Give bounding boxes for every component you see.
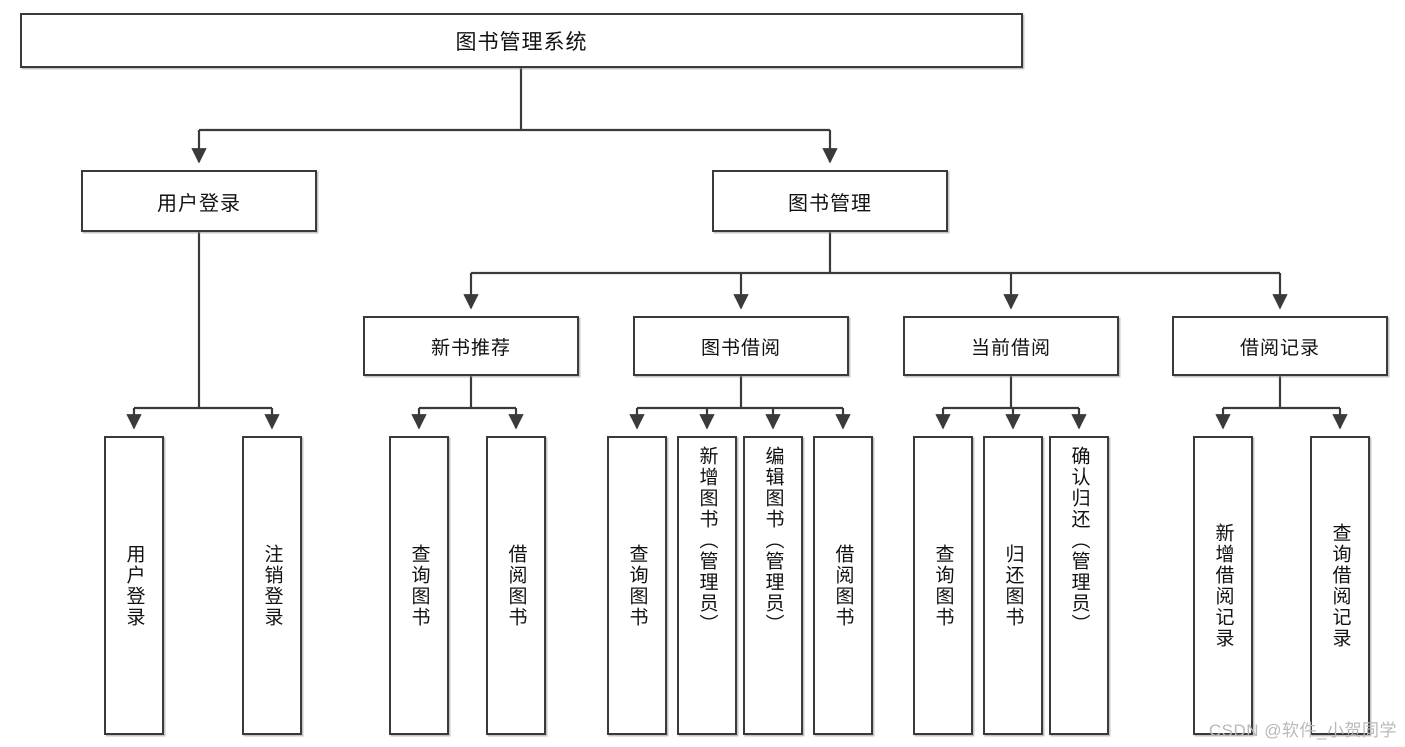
node-leaf-query-book-3[interactable]: 查询图书 bbox=[913, 436, 973, 735]
node-leaf-edit-book-admin[interactable]: 编辑图书（管理员） bbox=[743, 436, 803, 735]
watermark-text: CSDN @软件_小贺同学 bbox=[1208, 721, 1397, 740]
node-leaf-user-logout-label: 注销登录 bbox=[261, 543, 283, 628]
node-leaf-user-login-label: 用户登录 bbox=[123, 543, 145, 628]
node-leaf-add-borrow-record[interactable]: 新增借阅记录 bbox=[1193, 436, 1253, 735]
node-leaf-user-logout[interactable]: 注销登录 bbox=[242, 436, 302, 735]
node-book-borrow-label: 图书借阅 bbox=[700, 337, 781, 359]
node-leaf-query-borrow-record-label: 查询借阅记录 bbox=[1329, 522, 1351, 649]
node-book-management[interactable]: 图书管理 bbox=[712, 170, 948, 232]
node-book-management-label: 图书管理 bbox=[788, 192, 872, 215]
node-new-book-recommend-label: 新书推荐 bbox=[430, 337, 511, 359]
node-user-login-label: 用户登录 bbox=[157, 192, 241, 215]
node-leaf-add-book-admin-label: 新增图书（管理员） bbox=[696, 446, 718, 635]
node-new-book-recommend[interactable]: 新书推荐 bbox=[363, 316, 579, 376]
node-leaf-query-book-1[interactable]: 查询图书 bbox=[389, 436, 449, 735]
node-leaf-edit-book-admin-label: 编辑图书（管理员） bbox=[762, 446, 784, 635]
node-book-borrow[interactable]: 图书借阅 bbox=[633, 316, 849, 376]
node-leaf-add-borrow-record-label: 新增借阅记录 bbox=[1212, 522, 1234, 649]
node-leaf-confirm-return-admin-label: 确认归还（管理员） bbox=[1068, 446, 1090, 635]
node-leaf-user-login[interactable]: 用户登录 bbox=[104, 436, 164, 735]
node-leaf-borrow-book-2[interactable]: 借阅图书 bbox=[813, 436, 873, 735]
node-current-borrow-label: 当前借阅 bbox=[970, 337, 1051, 359]
node-leaf-query-book-3-label: 查询图书 bbox=[932, 543, 954, 628]
node-user-login[interactable]: 用户登录 bbox=[81, 170, 317, 232]
node-leaf-query-book-2[interactable]: 查询图书 bbox=[607, 436, 667, 735]
node-leaf-borrow-book-2-label: 借阅图书 bbox=[832, 543, 854, 628]
node-leaf-query-borrow-record[interactable]: 查询借阅记录 bbox=[1310, 436, 1370, 735]
node-borrow-record-label: 借阅记录 bbox=[1239, 337, 1320, 359]
node-leaf-query-book-1-label: 查询图书 bbox=[408, 543, 430, 628]
node-leaf-add-book-admin[interactable]: 新增图书（管理员） bbox=[677, 436, 737, 735]
node-leaf-confirm-return-admin[interactable]: 确认归还（管理员） bbox=[1049, 436, 1109, 735]
node-leaf-return-book-label: 归还图书 bbox=[1002, 543, 1024, 628]
node-leaf-borrow-book-1[interactable]: 借阅图书 bbox=[486, 436, 546, 735]
node-borrow-record[interactable]: 借阅记录 bbox=[1172, 316, 1388, 376]
node-leaf-borrow-book-1-label: 借阅图书 bbox=[505, 543, 527, 628]
node-root-label: 图书管理系统 bbox=[455, 30, 588, 54]
node-leaf-return-book[interactable]: 归还图书 bbox=[983, 436, 1043, 735]
node-current-borrow[interactable]: 当前借阅 bbox=[903, 316, 1119, 376]
node-leaf-query-book-2-label: 查询图书 bbox=[626, 543, 648, 628]
node-root[interactable]: 图书管理系统 bbox=[20, 13, 1023, 68]
